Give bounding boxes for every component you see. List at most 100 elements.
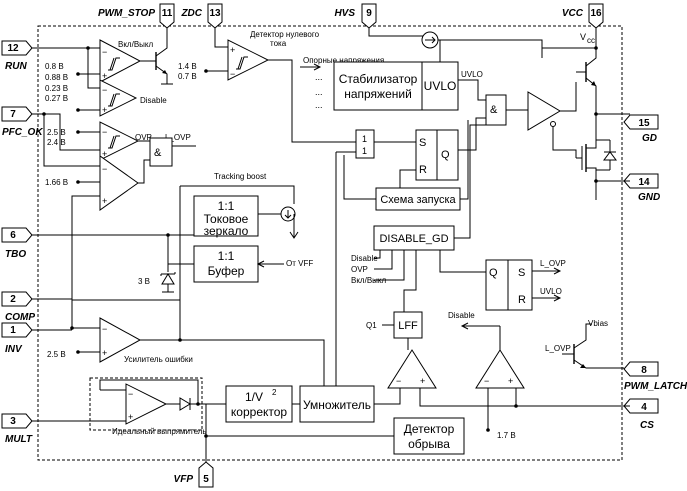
high-side-transistor	[576, 48, 597, 114]
pin-pfc-ok-number: 7	[10, 109, 16, 120]
tracking-boost-label: Tracking boost	[214, 172, 267, 181]
disable2-label: Disable	[448, 311, 475, 320]
mirror-text-1: Токовое	[204, 212, 249, 226]
v25b-label: 2.5 В	[47, 350, 66, 359]
cmp-run-minus: −	[102, 47, 107, 57]
pin-vcc: 16 VCC	[562, 3, 604, 29]
voltage-stabilizer-block: Стабилизатор напряжений	[333, 61, 423, 111]
cmp-lovp-plus: +	[102, 196, 107, 206]
pin-gd-label: GD	[642, 133, 657, 144]
pin-run: 12 RUN	[1, 40, 33, 72]
chip-outline	[37, 25, 623, 461]
stabilizer-text-2: напряжений	[344, 87, 412, 101]
ref-voltages-label: Опорные напряжения	[303, 56, 384, 65]
pin-gd: 15 GD	[623, 114, 659, 144]
cmp-ovp-minus: −	[102, 127, 107, 137]
uvlo-out-label: UVLO	[461, 70, 483, 79]
cmp-ovp-plus: +	[102, 149, 107, 159]
pin-run-number: 12	[7, 43, 19, 54]
cmp-disable-plus: +	[102, 105, 107, 115]
lff-text: LFF	[398, 320, 418, 332]
latch-main-r: R	[419, 164, 427, 176]
latch-uvlo-label: UVLO	[540, 287, 562, 296]
current-mirror-block: 1:1 Токовое зеркало	[193, 195, 259, 238]
corrector-text-1: 1/V	[245, 390, 263, 404]
pin-hvs: 9 HVS	[334, 3, 377, 29]
break-text-1: Детектор	[404, 422, 455, 436]
buffer-ratio: 1:1	[218, 249, 235, 263]
v3-label: 3 В	[138, 277, 150, 286]
rect-minus: −	[128, 389, 133, 399]
pwm-comparator: − +	[387, 349, 437, 389]
startup-block: Схема запуска	[375, 187, 461, 211]
pin-mult-number: 3	[10, 416, 16, 427]
v023-label: 0.23 В	[45, 84, 68, 93]
pin-inv-number: 1	[10, 325, 16, 336]
v17-label: 1.7 В	[497, 431, 516, 440]
multiplier-text: Умножитель	[303, 398, 371, 412]
latch-lovp-label: L_OVP	[540, 259, 566, 268]
pin-gnd-number: 14	[638, 177, 650, 188]
low-side-mosfet	[576, 114, 617, 181]
startup-text: Схема запуска	[380, 194, 456, 206]
lff-block: LFF	[393, 311, 423, 339]
v25-label: 2.5 В	[47, 128, 66, 137]
pin-tbo-number: 6	[10, 230, 16, 241]
buffer-text: Буфер	[208, 264, 245, 278]
pin-cs-number: 4	[641, 402, 647, 413]
uvlo-text: UVLO	[424, 79, 457, 93]
ideal-rectifier: − +	[89, 377, 226, 431]
latch-main-s: S	[419, 137, 426, 149]
pin-pwm-latch: 8 PWM_LATCH	[623, 361, 687, 392]
comparator-disable: − +	[99, 79, 138, 117]
pin-pfc-ok: 7 PFC_OK	[1, 106, 43, 138]
cmp-run-plus: +	[102, 71, 107, 81]
corrector-text-2: корректор	[231, 405, 288, 419]
latch-main-q: Q	[441, 149, 450, 161]
vcc-sub-label: V	[580, 32, 586, 42]
sr-latch-main: S R Q	[415, 129, 459, 181]
latch-pwm-r: R	[518, 294, 526, 306]
pin-pwm-stop-label: PWM_STOP	[98, 8, 155, 19]
pin-pwm-stop-number: 11	[162, 8, 173, 19]
pin-comp: 2 COMP	[1, 291, 35, 323]
pwm-latch-transistor	[562, 323, 624, 369]
vcc-sub-label-2: cc	[587, 36, 595, 45]
error-amplifier: − +	[99, 317, 142, 363]
dg-onoff-label: Вкл/Выкл	[351, 276, 386, 285]
pin-zdc: 13 ZDC	[180, 3, 223, 29]
v166-label: 1.66 В	[45, 178, 68, 187]
v07-label: 0.7 В	[178, 72, 197, 81]
and2-symbol: &	[490, 104, 498, 116]
pin-comp-number: 2	[10, 294, 16, 305]
ovp-label: OVP	[135, 133, 152, 142]
disable-gd-block: DISABLE_GD	[373, 225, 455, 251]
err-amp-plus: +	[102, 348, 107, 358]
pin-vfp: 5 VFP	[174, 461, 214, 488]
or-one-b: 1	[362, 146, 367, 156]
pin-hvs-number: 9	[366, 8, 372, 19]
multiplier-block: Умножитель	[299, 385, 375, 423]
zcd-minus: −	[230, 69, 235, 79]
rect-plus: +	[128, 412, 133, 422]
v14-label: 1.4 В	[178, 62, 197, 71]
latch-pwm-s: S	[518, 267, 525, 279]
uvlo-block: UVLO	[421, 61, 459, 111]
or-one-a: 1	[362, 134, 367, 144]
pwm-stop-transistor	[140, 28, 173, 85]
break-detector-block: Детектор обрыва	[393, 417, 465, 455]
cmp-lovp-minus: −	[102, 164, 107, 174]
pin-zdc-label: ZDC	[180, 8, 202, 19]
from-vff-label: От VFF	[286, 259, 313, 268]
v088-label: 0.88 В	[45, 73, 68, 82]
corrector-block: 1/V 2 корректор	[225, 385, 293, 423]
pin-tbo-label: TBO	[5, 249, 26, 260]
pin-vfp-number: 5	[203, 474, 209, 485]
pin-zdc-number: 13	[209, 8, 221, 19]
and-gate-ovp: &	[138, 137, 196, 184]
disable-comparator: − +	[475, 349, 525, 389]
and-gate-gd: &	[485, 94, 507, 126]
pin-run-label: RUN	[5, 61, 27, 72]
pwm-cmp-minus: −	[396, 376, 401, 386]
